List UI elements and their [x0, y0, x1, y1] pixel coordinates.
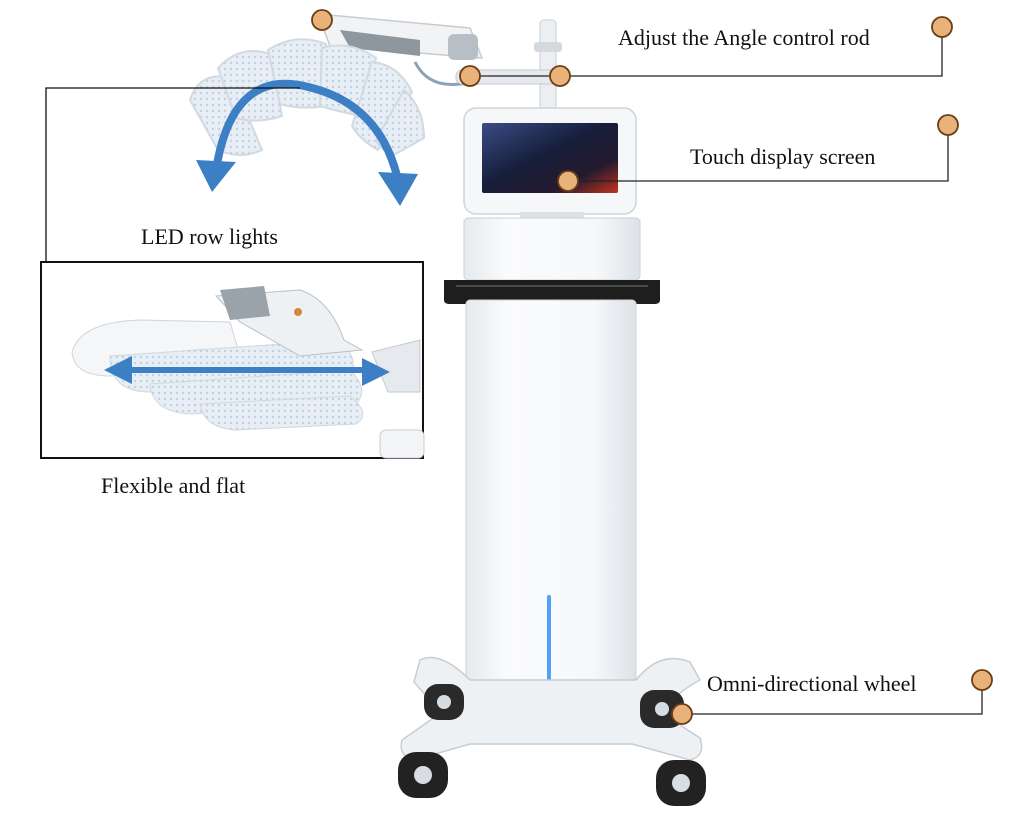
- label-flexible-and-flat: Flexible and flat: [101, 473, 246, 498]
- base-star: [400, 656, 703, 761]
- callout-line-touch: [568, 130, 949, 182]
- arm-joint: [448, 34, 478, 60]
- callout-line-wheel: [684, 682, 983, 715]
- led-panels: [188, 38, 426, 158]
- inset-connector-line: [45, 87, 300, 262]
- flat-inset: [40, 87, 425, 459]
- callout-line-angle: [560, 32, 943, 77]
- pole: [539, 19, 557, 111]
- callout-marker-icon: [971, 669, 993, 691]
- callout-marker-icon: [931, 16, 953, 38]
- callout-marker-icon: [671, 703, 693, 725]
- label-touch-display-screen: Touch display screen: [690, 144, 876, 169]
- indicator-light: [547, 595, 551, 685]
- wheel-back-left: [424, 684, 464, 720]
- horizontal-double-arrow-icon: [104, 356, 390, 386]
- wheel-front-right: [656, 760, 706, 806]
- callout-marker-icon: [459, 65, 481, 87]
- callout-marker-icon: [311, 9, 333, 31]
- curved-double-arrow-icon: [196, 79, 418, 206]
- flat-led-panels: [71, 286, 425, 459]
- arm-hinge: [340, 30, 420, 56]
- device-stand: [398, 19, 706, 806]
- flat-screen-corner: [379, 429, 425, 459]
- callout-marker-icon: [937, 114, 959, 136]
- touch-screen: [482, 123, 618, 193]
- upper-body: [463, 217, 641, 281]
- label-angle-control-rod: Adjust the Angle control rod: [618, 25, 870, 50]
- callout-marker-icon: [549, 65, 571, 87]
- callout-marker-icon: [557, 170, 579, 192]
- led-head: [188, 13, 549, 206]
- pole-clamp: [534, 42, 562, 52]
- flat-pole-stub: [371, 339, 421, 393]
- screen-neck: [520, 212, 584, 222]
- label-omni-directional-wheel: Omni-directional wheel: [707, 671, 917, 696]
- wheel-front-left: [398, 752, 448, 798]
- label-led-row-lights: LED row lights: [141, 224, 278, 249]
- callout-markers: [311, 9, 993, 725]
- callout-lines: [470, 32, 983, 715]
